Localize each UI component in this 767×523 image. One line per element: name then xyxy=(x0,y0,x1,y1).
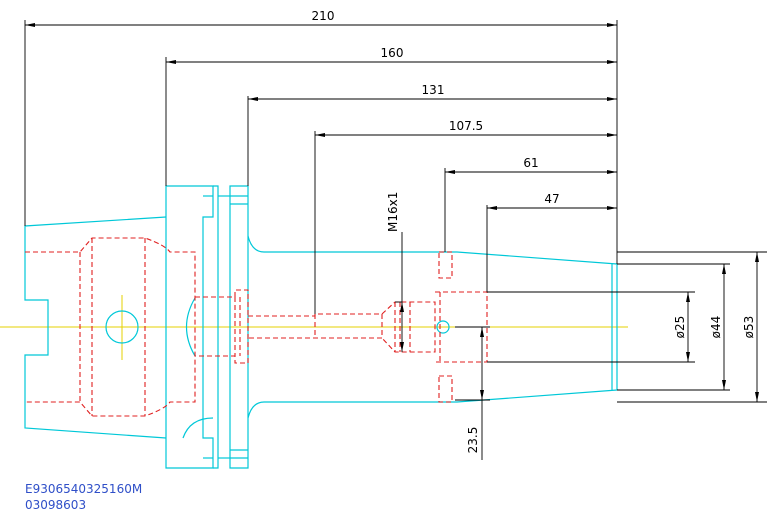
arrow-47-l xyxy=(487,206,497,210)
groove-arc xyxy=(182,417,214,439)
part-outline xyxy=(24,185,618,469)
arrow-dia44-b xyxy=(722,380,726,390)
arrow-160-r xyxy=(607,60,617,64)
inner-bore-left xyxy=(25,237,196,417)
arrow-dia25-b xyxy=(686,352,690,362)
arrow-23-5-t xyxy=(480,327,484,337)
set-screw-bottom xyxy=(438,375,453,403)
dim-label-131: 131 xyxy=(422,83,445,97)
taper-shank xyxy=(24,216,167,439)
v-groove xyxy=(213,185,219,469)
arrow-thread-t xyxy=(400,302,404,312)
thread-section xyxy=(381,301,436,353)
hidden-lines xyxy=(25,237,488,417)
dimension-lines xyxy=(24,20,767,460)
tip-hole xyxy=(436,320,450,334)
set-screw-top xyxy=(438,251,453,279)
shank-arc xyxy=(186,297,196,357)
dim-label-dia25: ø25 xyxy=(673,316,687,339)
spindle-pocket xyxy=(195,289,249,364)
dim-label-61: 61 xyxy=(523,156,538,170)
dim-label-210: 210 xyxy=(312,9,335,23)
arrowheads xyxy=(25,23,759,402)
dim-label-160: 160 xyxy=(381,46,404,60)
flange-drive xyxy=(229,185,249,469)
arrow-dia53-t xyxy=(755,252,759,262)
arrow-dia25-t xyxy=(686,292,690,302)
dim-label-47: 47 xyxy=(544,192,559,206)
dim-label-23-5: 23.5 xyxy=(466,427,480,454)
arrow-61-l xyxy=(445,170,455,174)
arrow-23-5-b xyxy=(480,390,484,400)
body-bottom xyxy=(247,389,618,419)
arrow-thread-b xyxy=(400,342,404,352)
arrow-61-r xyxy=(607,170,617,174)
arrow-107-l xyxy=(315,133,325,137)
arrow-47-r xyxy=(607,206,617,210)
part-code-line1: E9306540325160M xyxy=(25,482,142,496)
arrow-131-r xyxy=(607,97,617,101)
dim-label-dia53: ø53 xyxy=(742,316,756,339)
collet-bore xyxy=(435,291,488,363)
arrow-dia44-t xyxy=(722,264,726,274)
dim-label-107-5: 107.5 xyxy=(449,119,483,133)
arrow-107-r xyxy=(607,133,617,137)
arrow-131-l xyxy=(248,97,258,101)
part-code-line2: 03098603 xyxy=(25,498,86,512)
dim-label-dia44: ø44 xyxy=(709,316,723,339)
arrow-210-l xyxy=(25,23,35,27)
body-top xyxy=(247,235,618,265)
arrow-dia53-b xyxy=(755,392,759,402)
dim-label-thread: M16x1 xyxy=(386,192,400,232)
centerlines xyxy=(0,295,628,360)
arrow-210-r xyxy=(607,23,617,27)
cross-hole xyxy=(105,310,139,344)
arrow-160-l xyxy=(166,60,176,64)
